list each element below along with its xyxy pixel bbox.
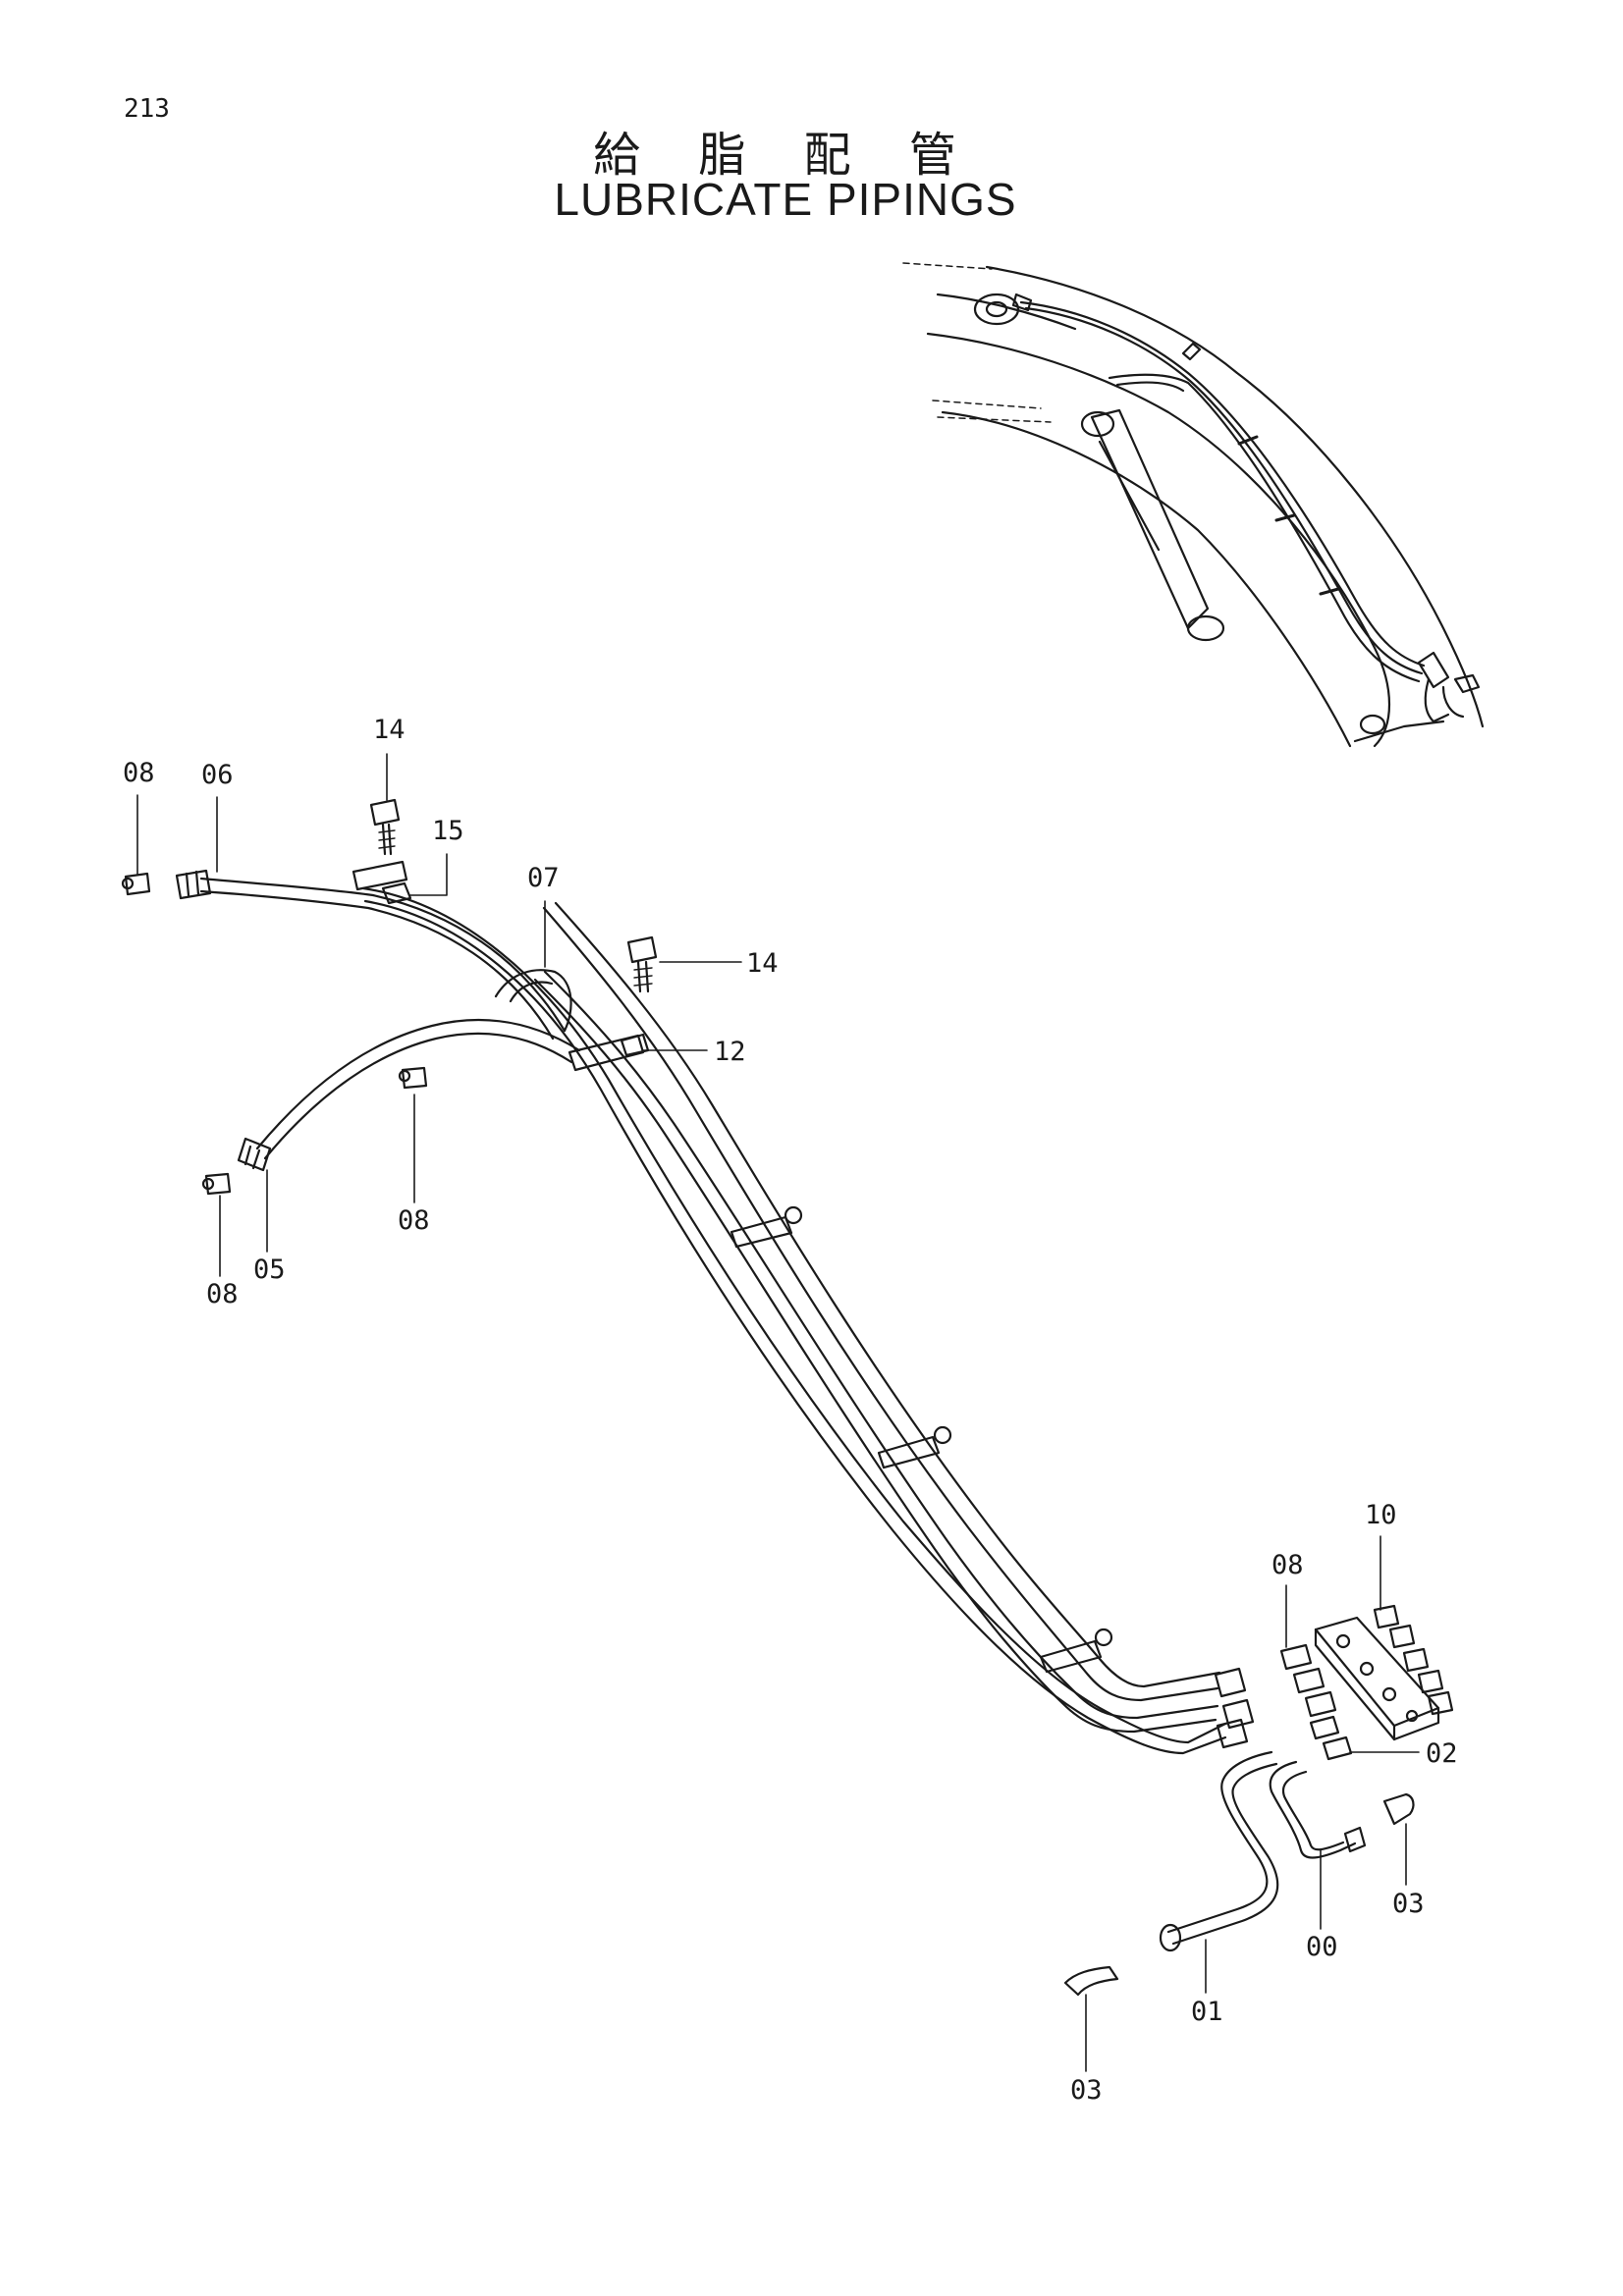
callout-14-right: 14 xyxy=(746,948,779,979)
grease-nipple-08-left-shape xyxy=(121,872,151,896)
callout-07: 07 xyxy=(527,863,560,893)
elbow-03-left-shape xyxy=(1063,1965,1119,1997)
title-japanese: 給 脂 配 管 xyxy=(593,128,978,183)
boom-inset-illustration xyxy=(902,262,1485,748)
callout-02: 02 xyxy=(1426,1738,1458,1769)
callout-05: 05 xyxy=(253,1255,286,1285)
page-number: 213 xyxy=(124,94,170,124)
callout-12: 12 xyxy=(714,1037,746,1067)
grease-nipples-02-shape xyxy=(1309,1715,1353,1761)
hose-end-fittings-right-shape xyxy=(1214,1667,1255,1749)
hose-06-fitting-shape xyxy=(175,869,212,900)
plate-15-shape xyxy=(381,881,412,905)
callout-00: 00 xyxy=(1306,1932,1338,1962)
callout-15: 15 xyxy=(432,816,464,846)
grease-nipple-08-lower-shape xyxy=(201,1172,232,1196)
title-english: LUBRICATE PIPINGS xyxy=(554,174,1017,225)
callout-06: 06 xyxy=(201,760,234,790)
grease-nipples-08-right-shape xyxy=(1279,1643,1337,1718)
bolt-14-upper-shape xyxy=(369,798,401,856)
hose-clamps xyxy=(352,860,1113,1674)
grease-nipple-08-mid-shape xyxy=(398,1066,428,1090)
main-hose-bundle xyxy=(199,877,1227,1755)
callout-14-upper: 14 xyxy=(373,715,406,745)
callout-08-top-left: 08 xyxy=(123,758,155,788)
callout-08-bottom-left: 08 xyxy=(206,1279,239,1309)
elbow-03-right-shape xyxy=(1382,1792,1415,1826)
leader-lines xyxy=(136,753,1420,2072)
callout-03-right: 03 xyxy=(1392,1889,1425,1919)
pipe-01-shape xyxy=(1159,1750,1279,1952)
callout-10: 10 xyxy=(1365,1500,1397,1530)
manifold-block-10-shape xyxy=(1314,1604,1454,1741)
callout-08-mid: 08 xyxy=(398,1205,430,1236)
bolt-14-right-shape xyxy=(626,935,658,993)
callout-01: 01 xyxy=(1191,1997,1223,2027)
callout-03-bottom: 03 xyxy=(1070,2075,1103,2106)
callout-labels: 14 08 06 15 07 14 12 08 05 08 10 08 02 0… xyxy=(123,715,1458,2106)
pipe-00-shape xyxy=(1269,1760,1367,1859)
hose-05-fitting-shape xyxy=(237,1137,272,1172)
callout-08-right: 08 xyxy=(1271,1550,1304,1580)
